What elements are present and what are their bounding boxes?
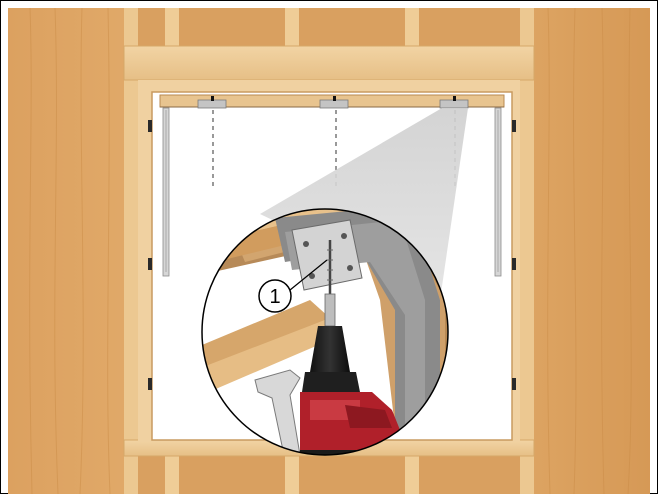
side-bracket-left (163, 108, 169, 276)
stud-right (520, 8, 534, 494)
side-bracket-right (495, 108, 501, 276)
top-cripple-area (138, 8, 520, 48)
bottom-cripple-area (138, 452, 520, 494)
callout-number: 1 (269, 286, 280, 308)
header-board (124, 46, 534, 80)
stud-left (124, 8, 138, 494)
